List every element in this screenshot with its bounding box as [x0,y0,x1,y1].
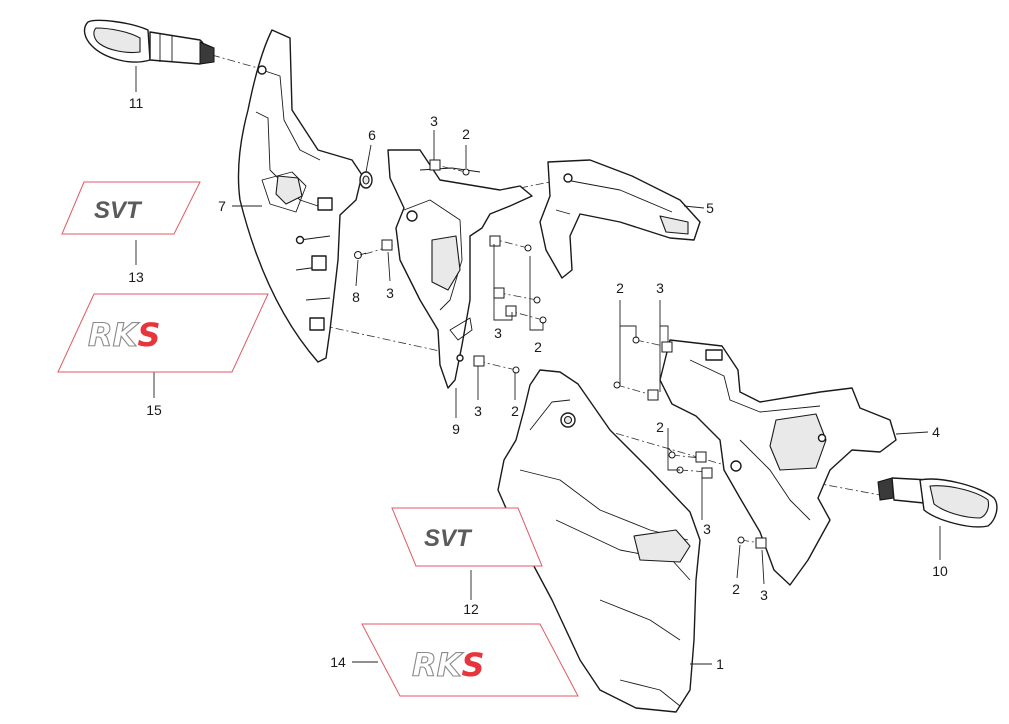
callout-11: 11 [129,95,144,111]
rks-lower-suffix: S [461,646,484,684]
callout-13: 13 [128,269,144,285]
part-8-screw [354,251,367,259]
decal-15-rks-upper: RKS [57,293,269,373]
callout-3: 3 [494,325,502,341]
assembly-axes [211,54,881,544]
callout-2: 2 [462,126,470,142]
callout-10: 10 [932,563,948,579]
rks-upper-suffix: S [137,316,160,354]
callout-2: 2 [732,581,740,597]
callout-2: 2 [511,403,519,419]
callout-2: 2 [656,419,664,435]
part-5-upper-duct [539,159,701,279]
callout-6: 6 [368,127,376,143]
rks-lower-text: RKS [412,646,484,684]
callout-15: 15 [146,402,162,418]
decal-13-svt-upper: SVT [61,181,201,235]
rks-upper-text: RKS [88,316,160,354]
callout-7: 7 [218,198,226,214]
callout-labels: 11 6 3 2 7 5 13 8 3 2 3 3 2 15 9 3 2 2 4… [128,95,948,672]
callout-12: 12 [463,601,479,617]
rks-upper-prefix: RK [88,316,140,354]
callout-8: 8 [352,289,360,305]
part-11-left-indicator [83,19,215,65]
leader-lines [135,66,941,665]
callout-2: 2 [616,280,624,296]
svt-lower-text: SVT [424,525,473,552]
callout-3: 3 [474,403,482,419]
part-4-right-inner-bracket [659,339,897,586]
part-6-grommet [359,171,373,189]
part-1-main-fairing [497,369,701,713]
part-7-left-frame-panel [237,29,363,363]
callout-9: 9 [452,421,460,437]
rks-lower-prefix: RK [412,646,464,684]
callout-3: 3 [430,113,438,129]
callout-4: 4 [932,424,940,440]
svt-upper-text: SVT [94,197,143,224]
callout-5: 5 [706,200,714,216]
part-9-inner-bracket [387,149,533,389]
callout-3: 3 [760,587,768,603]
callout-1: 1 [716,656,724,672]
decal-12-svt-lower: SVT [391,507,543,567]
callout-2: 2 [534,339,542,355]
callout-3: 3 [386,285,394,301]
callout-14: 14 [330,654,346,670]
callout-3: 3 [703,521,711,537]
decal-14-rks-lower: RKS [361,623,579,697]
part-10-right-indicator [877,477,998,528]
callout-3: 3 [656,280,664,296]
